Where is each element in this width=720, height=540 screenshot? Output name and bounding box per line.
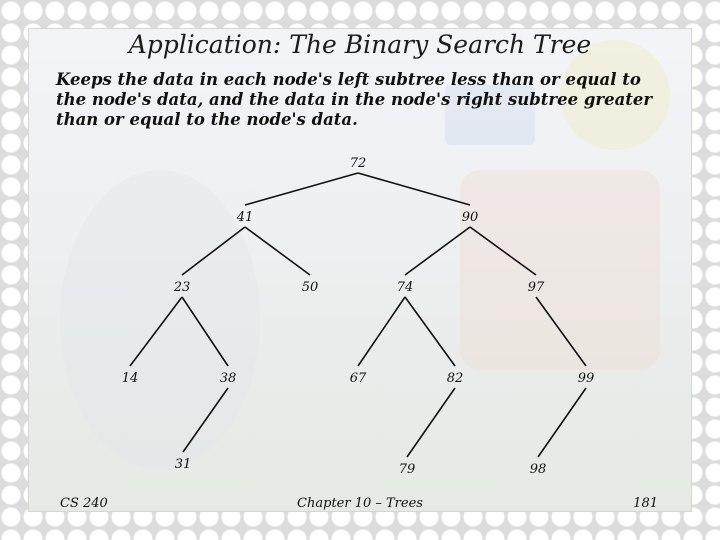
tree-node-23: 23: [173, 280, 191, 295]
tree-node-50: 50: [302, 280, 319, 295]
background-birdhouse: [460, 170, 660, 370]
tree-edge-90-74: [404, 226, 471, 276]
tree-edge-90-97: [469, 226, 537, 276]
tree-node-38: 38: [220, 371, 237, 386]
tree-edge-41-50: [244, 226, 311, 276]
tree-edge-72-41: [244, 172, 359, 206]
tree-node-31: 31: [175, 457, 192, 472]
tree-edge-23-38: [181, 296, 229, 367]
tree-node-90: 90: [462, 210, 479, 225]
slide-background: [28, 28, 692, 512]
tree-edge-23-14: [129, 296, 183, 367]
footer-course: CS 240: [60, 496, 108, 511]
tree-edge-74-67: [357, 296, 406, 367]
tree-edge-38-31: [182, 387, 229, 453]
tree-node-79: 79: [399, 462, 416, 477]
tree-node-99: 99: [578, 371, 595, 386]
tree-node-72: 72: [350, 156, 367, 171]
tree-edge-82-79: [406, 387, 456, 458]
tree-edge-41-23: [181, 226, 246, 276]
tree-node-67: 67: [350, 371, 367, 386]
footer-page-number: 181: [633, 496, 658, 511]
tree-node-14: 14: [122, 371, 139, 386]
tree-edge-99-98: [537, 387, 587, 458]
background-usa-sign: [445, 85, 535, 145]
tree-node-41: 41: [236, 210, 254, 225]
slide-title: Application: The Binary Search Tree: [128, 30, 592, 59]
tree-edge-74-82: [404, 296, 456, 367]
slide-description: Keeps the data in each node's left subtr…: [56, 70, 653, 129]
footer-chapter: Chapter 10 – Trees: [297, 496, 423, 511]
tree-node-82: 82: [447, 371, 464, 386]
tree-node-98: 98: [530, 462, 547, 477]
tree-edge-97-99: [535, 296, 587, 367]
tree-node-97: 97: [528, 280, 545, 295]
background-bird: [560, 40, 670, 150]
tree-edge-72-90: [357, 172, 471, 206]
background-cartoon-left: [60, 170, 260, 470]
tree-node-74: 74: [397, 280, 414, 295]
